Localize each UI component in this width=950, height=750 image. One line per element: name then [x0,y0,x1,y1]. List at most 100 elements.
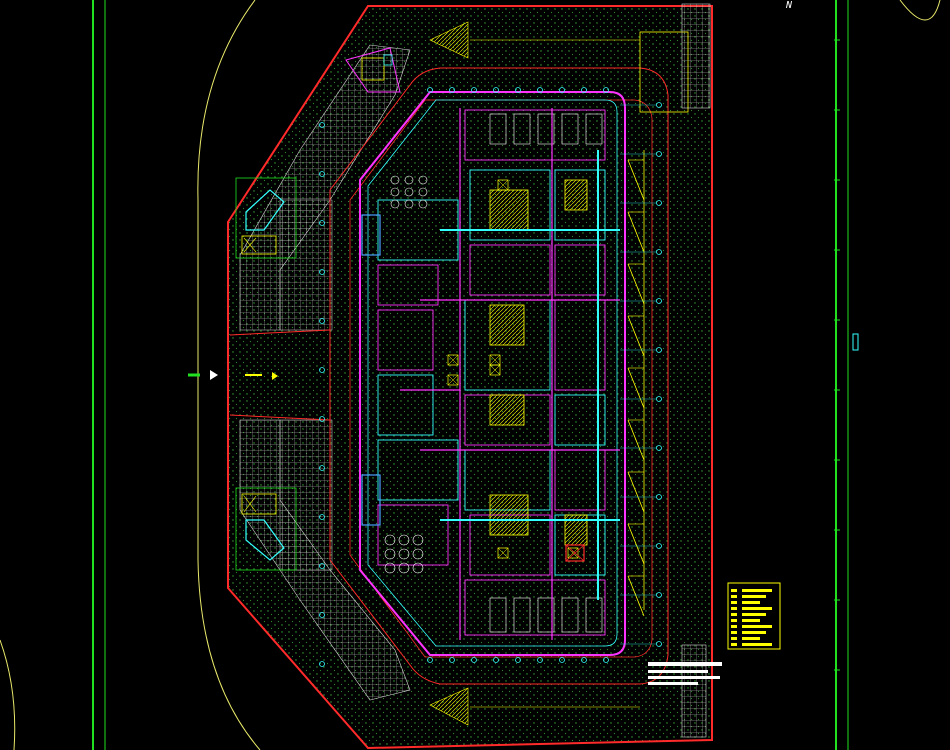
legend-swatch [731,637,737,640]
grid-bubble [319,367,325,373]
facade-brace [627,263,645,305]
grid-bubble [603,657,609,663]
table [412,548,424,560]
legend-text-bar [742,637,760,640]
room-outline [469,244,551,296]
facade-brace [627,211,645,253]
fire-lane [329,67,669,685]
table [384,562,396,574]
grid-bubble [656,543,662,549]
east-facade [627,150,645,617]
site-boundary [227,5,713,750]
lift-shaft [497,179,509,191]
grid-bubble [656,347,662,353]
stair-tower-north [235,177,297,259]
room-outline [554,244,606,296]
facade-brace [627,575,645,617]
table [404,175,414,185]
stair-core [489,394,525,426]
facade-brace [627,367,645,409]
grid-bubble [319,122,325,128]
legend-text-bar [742,631,766,634]
table [390,175,400,185]
facade-brace [627,523,645,565]
table [404,187,414,197]
legend-swatch [731,625,737,628]
legend-swatch [731,643,737,646]
lift-cross [447,354,459,366]
grid-bubble [515,87,521,93]
table [390,187,400,197]
grid-bubble [656,641,662,647]
legend-text-bar [742,625,772,628]
seating-block [561,113,579,145]
room-outline [464,579,606,636]
grid-bubble [656,200,662,206]
west-stair [361,474,381,526]
seating-block [489,113,507,145]
grid-bubble [656,396,662,402]
table [398,562,410,574]
table [384,548,396,560]
seating-block [585,597,603,633]
lift-cross [489,354,501,366]
legend-box [727,582,781,650]
table [418,175,428,185]
lift-cross [497,547,509,559]
grid-bubble [559,657,565,663]
legend-text-bar [742,601,760,604]
table [418,187,428,197]
grid-bubble [656,249,662,255]
table [384,534,396,546]
grid-bubble [319,465,325,471]
title-block [648,662,722,685]
table [412,562,424,574]
legend-text-bar [742,589,772,592]
building-interior [361,108,620,640]
lift-shaft [447,374,459,386]
legend-swatch [731,589,737,592]
legend-text-bar [742,619,760,622]
grid-bubble [449,87,455,93]
grid-bubble [656,445,662,451]
axis-marker [852,333,859,351]
grid-bubble [559,87,565,93]
lift-cross [497,179,509,191]
table [418,199,428,209]
stair-core [489,189,529,231]
lift-shaft [489,364,501,376]
legend-swatch [731,595,737,598]
grid-bubble [656,151,662,157]
grid-bubble [319,661,325,667]
legend-swatch [731,631,737,634]
grid-bubble [319,416,325,422]
seating-block [537,597,555,633]
equipment-cross [565,544,585,562]
table [412,534,424,546]
room-outline [377,439,459,501]
grid-bubble [656,298,662,304]
stair-core [489,494,529,536]
west-stair [361,214,381,256]
legend-text-bar [742,643,772,646]
facade-brace [627,419,645,461]
room-outline [464,109,606,161]
grid-bubble [471,657,477,663]
legend-text-bar [742,607,772,610]
grid-bubble [537,657,543,663]
building-outline [359,91,626,656]
facade-brace [627,159,645,201]
room-outline [469,169,551,241]
grid-bubble [319,514,325,520]
column-grid-bubbles [319,39,840,671]
table [398,548,410,560]
room-outline [377,264,439,306]
table [398,534,410,546]
entrance-road [188,329,331,421]
stair-core [564,179,588,211]
grid-bubble [493,87,499,93]
legend-text-bar [742,595,766,598]
grid-bubble [581,657,587,663]
room-outline [554,169,606,241]
